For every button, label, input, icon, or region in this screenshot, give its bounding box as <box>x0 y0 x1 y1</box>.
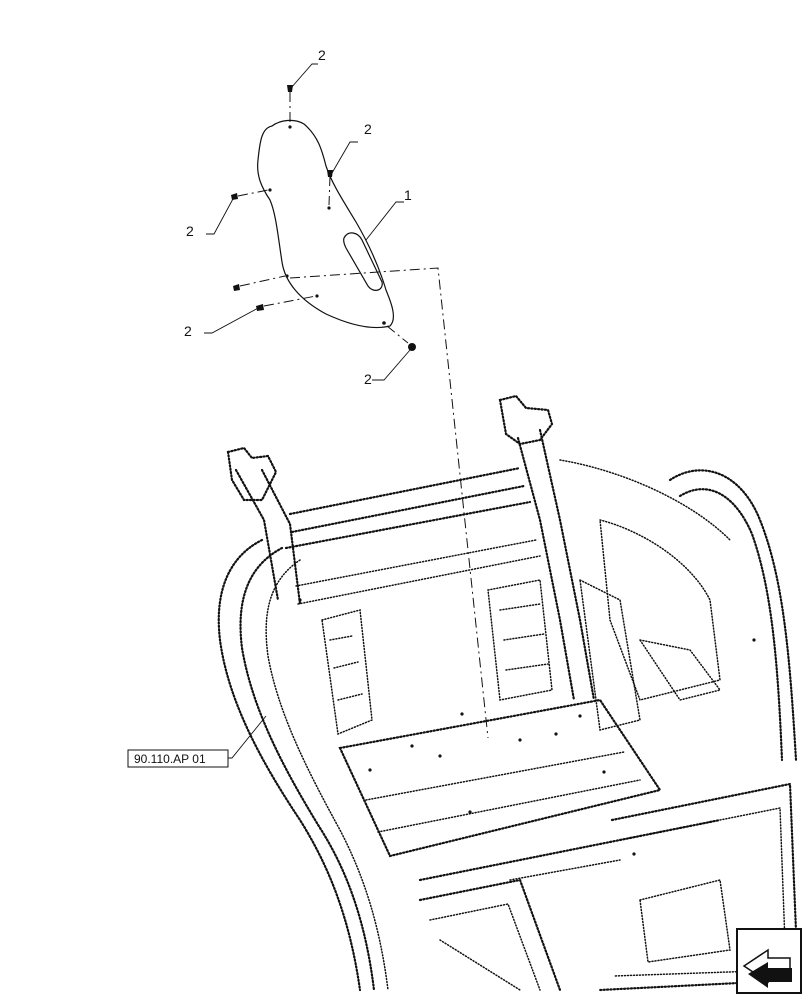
side-panel-part <box>257 119 394 329</box>
assembly-guide-line <box>289 267 489 739</box>
cab-frame-assembly <box>217 394 800 992</box>
reference-callout-box: 90.110.AP 01 <box>127 749 229 768</box>
callout-2-left-lower: 2 <box>184 323 192 339</box>
callout-2-bottom: 2 <box>364 371 372 387</box>
callout-2-top: 2 <box>318 47 326 63</box>
screw-left-middle <box>233 284 240 291</box>
screw-upper-right <box>327 170 333 177</box>
callout-2-left-upper: 2 <box>186 223 194 239</box>
leader-lines <box>204 63 411 759</box>
next-page-arrow-icon[interactable] <box>736 928 802 994</box>
screw-bottom <box>408 343 416 351</box>
screw-top <box>287 85 293 92</box>
callout-1: 1 <box>404 187 412 203</box>
screw-left-upper <box>231 193 238 200</box>
screw-fasteners <box>231 85 416 351</box>
reference-label: 90.110.AP 01 <box>134 752 206 766</box>
arrow-glyph <box>742 948 792 988</box>
callout-2-upper-right: 2 <box>364 121 372 137</box>
